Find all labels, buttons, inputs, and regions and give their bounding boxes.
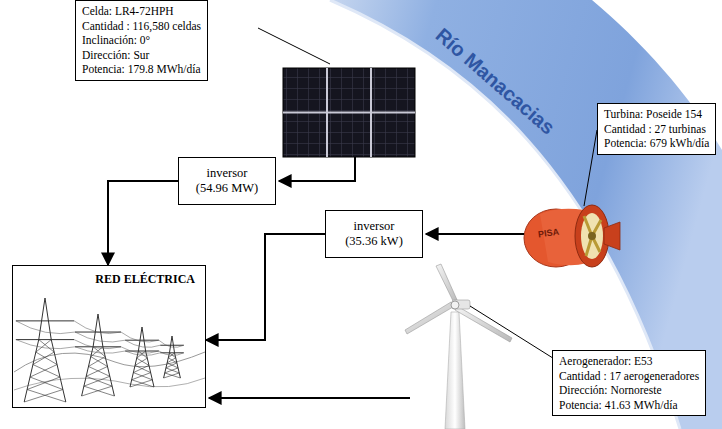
solar-panel bbox=[283, 68, 415, 157]
power-cable bbox=[125, 340, 160, 347]
node-text: Inclinación: 0° bbox=[82, 33, 201, 48]
power-cable bbox=[16, 340, 75, 349]
node-text: Celda: LR4-72HPH bbox=[82, 4, 201, 19]
pylon bbox=[160, 336, 184, 378]
node-text: Turbina: Poseide 154 bbox=[604, 107, 709, 122]
power-cable bbox=[75, 332, 125, 342]
pylon bbox=[16, 298, 74, 402]
power-cable bbox=[159, 340, 184, 347]
node-text: Aerogenerador: E53 bbox=[559, 354, 699, 369]
node-text: inversor (54.96 MW) bbox=[189, 166, 265, 196]
power-cable bbox=[159, 351, 184, 355]
pylon bbox=[125, 327, 159, 387]
power-cable bbox=[121, 332, 159, 342]
info-callout: Aerogenerador: E53Cantidad : 17 aerogene… bbox=[552, 350, 706, 416]
node-text: RED ELÉCTRICA bbox=[23, 272, 195, 287]
power-cable bbox=[74, 321, 121, 334]
power-cable bbox=[16, 321, 75, 334]
wind-turbine bbox=[405, 264, 512, 429]
grid-box: RED ELÉCTRICA bbox=[12, 265, 206, 408]
node-text: Potencia: 179.8 MWh/día bbox=[82, 62, 201, 77]
transmission-towers bbox=[14, 298, 205, 402]
power-connector bbox=[206, 234, 325, 340]
info-callout: Turbina: Poseide 154Cantidad : 27 turbin… bbox=[597, 103, 716, 155]
inverter-box: inversor (35.36 kW) bbox=[325, 210, 423, 258]
power-line bbox=[279, 157, 355, 181]
power-cable bbox=[125, 351, 160, 355]
node-text: Potencia: 41.63 MWh/día bbox=[559, 398, 699, 413]
power-line bbox=[426, 233, 524, 235]
node-text: Cantidad : 27 turbinas bbox=[604, 122, 709, 137]
node-text: Cantidad : 116,580 celdas bbox=[82, 19, 201, 34]
info-callout: Celda: LR4-72HPHCantidad : 116,580 celda… bbox=[75, 0, 208, 81]
power-cable bbox=[75, 347, 125, 353]
node-text: Dirección: Sur bbox=[82, 48, 201, 63]
leader-line bbox=[584, 130, 597, 206]
power-cable bbox=[74, 340, 121, 349]
pylon bbox=[75, 314, 121, 396]
leader-line bbox=[470, 306, 556, 360]
inverter-box: inversor (54.96 MW) bbox=[178, 157, 276, 205]
node-text: Dirección: Nornoreste bbox=[559, 383, 699, 398]
leader-line bbox=[258, 28, 330, 64]
power-line bbox=[209, 397, 410, 399]
node-text: Potencia: 679 kWh/día bbox=[604, 136, 709, 151]
node-text: Cantidad : 17 aerogeneradores bbox=[559, 369, 699, 384]
node-text: inversor (35.36 kW) bbox=[336, 219, 412, 249]
water-turbine bbox=[524, 205, 620, 267]
power-cable bbox=[121, 347, 159, 353]
power-connector bbox=[108, 181, 178, 265]
